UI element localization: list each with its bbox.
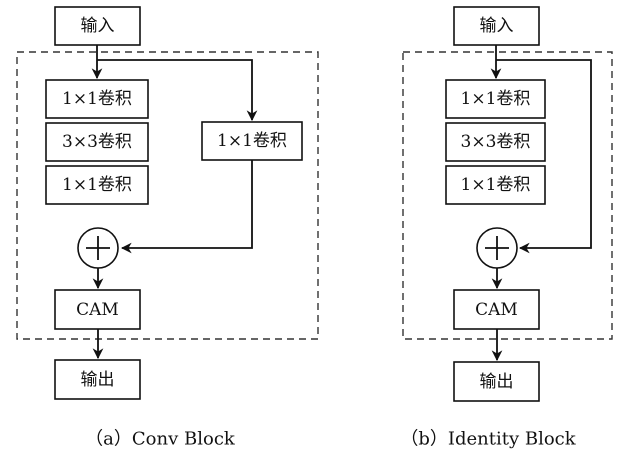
identity-main-conv1-box (445, 79, 546, 119)
conv-shortcut-arrow (97, 59, 258, 122)
identity-input-label: 输入 (480, 16, 514, 36)
conv-main-conv1-label: 1×1卷积 (62, 89, 132, 109)
conv-cam-label: CAM (76, 300, 119, 320)
identity-main-conv1-label: 1×1卷积 (461, 89, 531, 109)
identity-block-boundary (402, 51, 613, 340)
identity-cam-label: CAM (475, 300, 518, 320)
conv-main-conv3-label: 1×1卷积 (62, 175, 132, 195)
conv-shortcut-merge-arrow (120, 160, 253, 254)
identity-output-box (453, 361, 540, 402)
conv-main-conv3-box (45, 165, 149, 205)
conv-main-conv2-label: 3×3卷积 (62, 132, 132, 152)
conv-output-box (54, 359, 141, 400)
identity-main-conv3-box (445, 165, 546, 205)
conv-output-label: 输出 (81, 370, 115, 390)
conv-input-label: 输入 (81, 16, 115, 36)
conv-cam-box (54, 289, 141, 330)
identity-block-caption: （b）Identity Block (400, 429, 576, 450)
conv-shortcut-conv-label: 1×1卷积 (217, 131, 287, 151)
identity-output-label: 输出 (480, 372, 514, 392)
identity-skip-connection (496, 59, 592, 254)
identity-cam-box (453, 289, 540, 330)
conv-main-conv1-box (45, 79, 149, 119)
identity-main-conv2-box (445, 122, 546, 162)
conv-block-caption: （a）Conv Block (85, 429, 236, 450)
identity-main-conv3-label: 1×1卷积 (461, 175, 531, 195)
conv-main-conv2-box (45, 122, 149, 162)
identity-block-diagram: 输入 1×1卷积 3×3卷积 1×1卷积 CAM 输出 （b）Identity … (400, 6, 613, 450)
conv-block-boundary (16, 51, 319, 340)
identity-main-conv2-label: 3×3卷积 (461, 132, 531, 152)
conv-block-diagram: 输入 1×1卷积 3×3卷积 1×1卷积 1×1卷积 CAM 输出 （a）Con… (16, 6, 319, 450)
